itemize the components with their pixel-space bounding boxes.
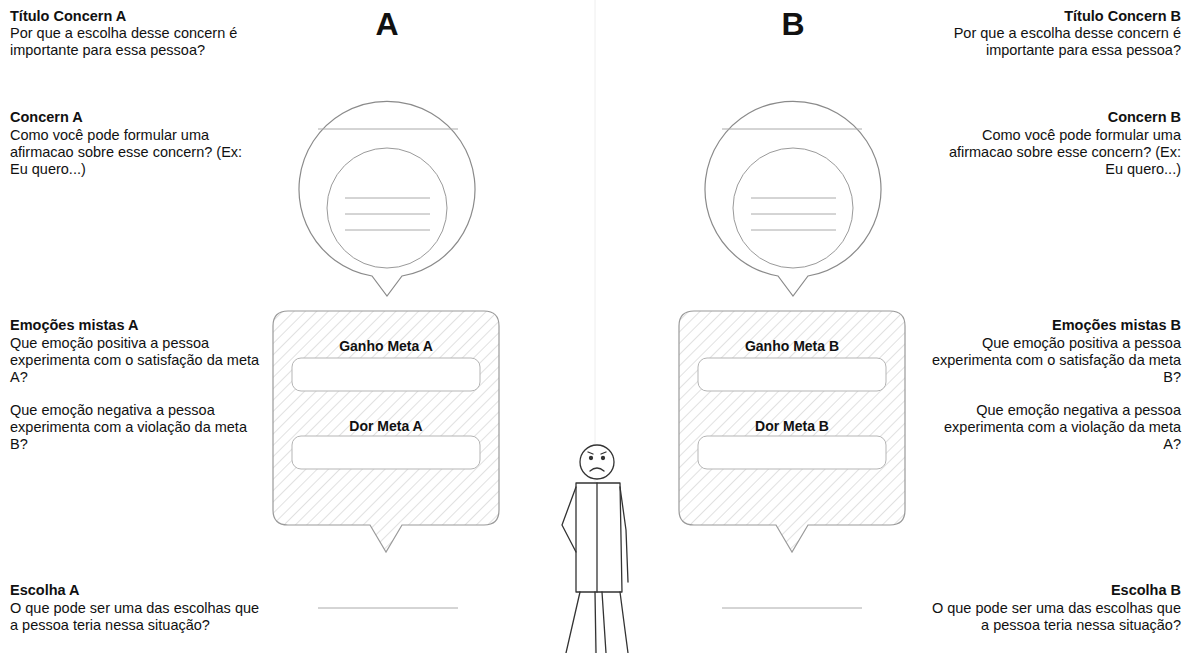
blank-line bbox=[751, 198, 836, 199]
column-letter: A bbox=[367, 6, 407, 42]
blank-line bbox=[345, 198, 430, 199]
guiding-question: Por que a escolha desse concern é import… bbox=[931, 25, 1181, 59]
guiding-question: Como você pode formular uma afirmacao so… bbox=[931, 127, 1181, 178]
input-field bbox=[698, 358, 886, 391]
blank-line bbox=[751, 214, 836, 215]
arm bbox=[620, 487, 628, 582]
head bbox=[580, 445, 614, 479]
section-heading: Título Concern A bbox=[10, 8, 260, 25]
mouth bbox=[590, 468, 604, 471]
goal-heading: Dor Meta A bbox=[272, 418, 500, 435]
section-heading: Concern A bbox=[10, 109, 260, 126]
blank-line bbox=[318, 129, 458, 130]
guiding-question: Que emoção negativa a pessoa experimenta… bbox=[931, 402, 1181, 453]
thought-bubble-a bbox=[299, 101, 475, 296]
goal-heading: Dor Meta B bbox=[678, 418, 906, 435]
section-heading: Escolha B bbox=[931, 582, 1181, 599]
blank-line bbox=[722, 608, 862, 609]
arm bbox=[562, 487, 576, 552]
blank-line bbox=[318, 608, 458, 609]
eye bbox=[590, 457, 593, 460]
section-heading: Título Concern B bbox=[931, 8, 1181, 25]
blank-line bbox=[345, 214, 430, 215]
guiding-question: Que emoção positiva a pessoa experimenta… bbox=[10, 335, 260, 386]
emotion-callout: Ganho Meta B Dor Meta B bbox=[678, 310, 906, 555]
column-letter: B bbox=[773, 6, 813, 42]
bubble-outline bbox=[705, 101, 881, 296]
inner-circle bbox=[733, 148, 853, 268]
guiding-question: Que emoção positiva a pessoa experimenta… bbox=[931, 335, 1181, 386]
thought-bubble-b bbox=[705, 101, 881, 296]
goal-heading: Ganho Meta B bbox=[678, 338, 906, 355]
guiding-question: Como você pode formular uma afirmacao so… bbox=[10, 127, 260, 178]
blank-line bbox=[722, 129, 862, 130]
input-field bbox=[292, 436, 480, 469]
legs bbox=[566, 592, 628, 653]
eyebrows bbox=[588, 452, 606, 454]
inner-circle bbox=[327, 148, 447, 268]
eye bbox=[602, 457, 605, 460]
blank-line bbox=[345, 230, 430, 231]
goal-heading: Ganho Meta A bbox=[272, 338, 500, 355]
emotion-callout: Ganho Meta A Dor Meta A bbox=[272, 310, 500, 555]
section-heading: Concern B bbox=[931, 109, 1181, 126]
callout-outline bbox=[679, 311, 905, 552]
input-field bbox=[698, 436, 886, 469]
guiding-question: O que pode ser uma das escolhas que a pe… bbox=[931, 600, 1181, 634]
section-heading: Emoções mistas B bbox=[931, 317, 1181, 334]
section-heading: Emoções mistas A bbox=[10, 317, 260, 334]
blank-line bbox=[751, 230, 836, 231]
section-heading: Escolha A bbox=[10, 582, 260, 599]
bubble-outline bbox=[299, 101, 475, 296]
torso-seam bbox=[596, 483, 597, 592]
torso bbox=[576, 483, 622, 592]
input-field bbox=[292, 358, 480, 391]
guiding-question: O que pode ser uma das escolhas que a pe… bbox=[10, 600, 260, 634]
person-sketch bbox=[562, 445, 628, 653]
guiding-question: Que emoção negativa a pessoa experimenta… bbox=[10, 402, 260, 453]
callout-outline bbox=[273, 311, 499, 552]
guiding-question: Por que a escolha desse concern é import… bbox=[10, 25, 260, 59]
